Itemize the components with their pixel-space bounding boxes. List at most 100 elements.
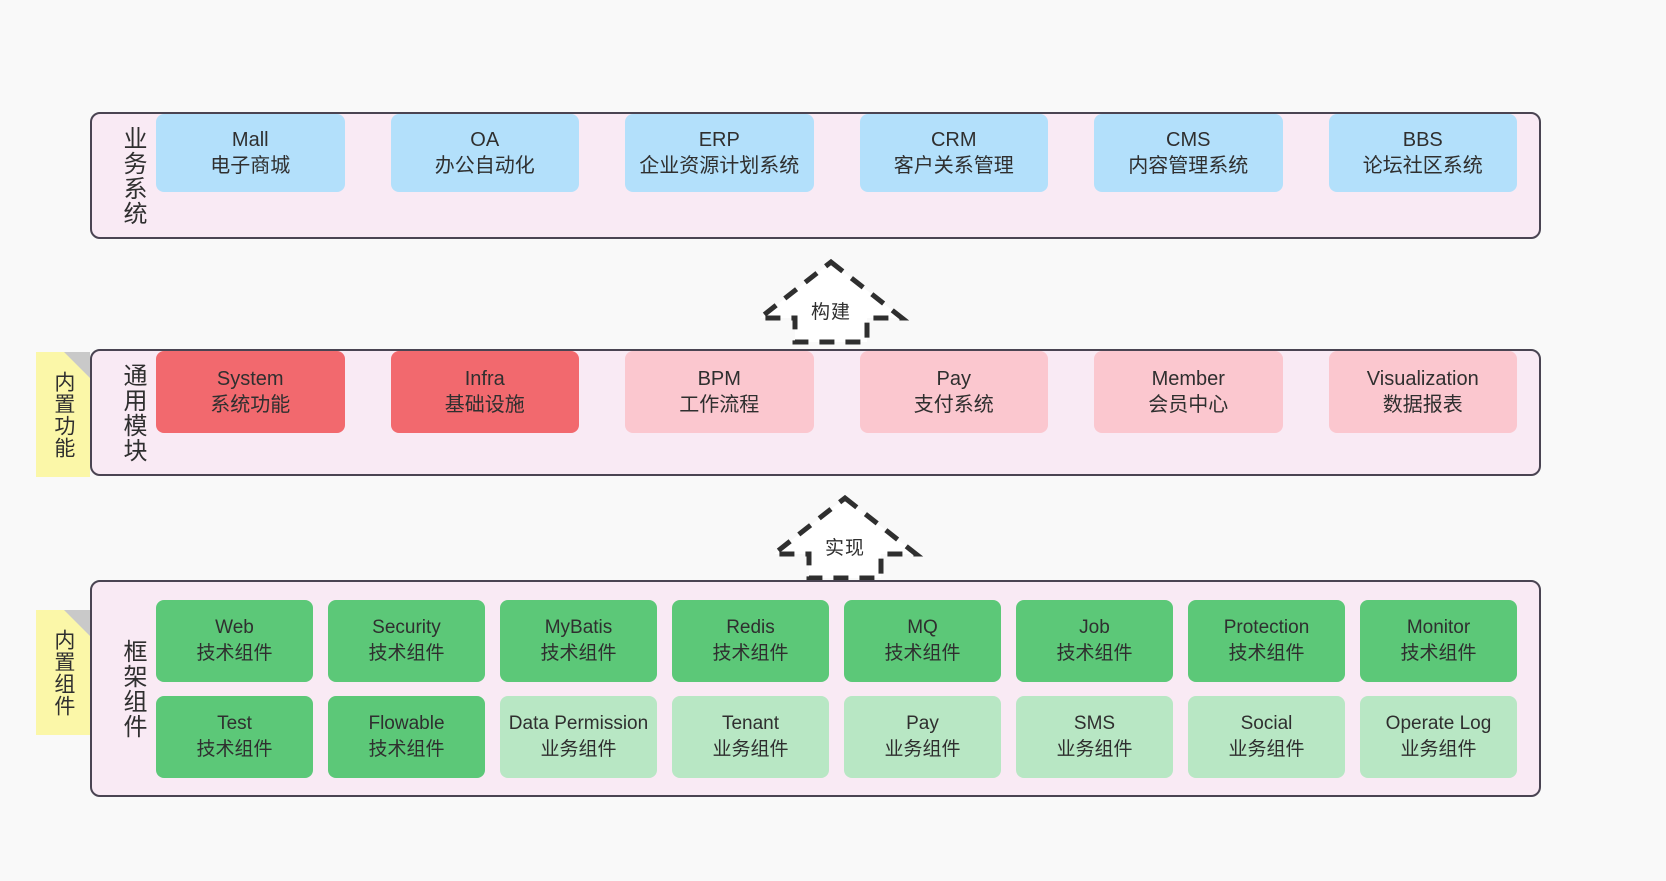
card-title-en: Operate Log: [1385, 713, 1492, 735]
framework-row-business: Test 技术组件 Flowable 技术组件 Data Permission …: [156, 695, 1517, 778]
card-flowable[interactable]: Flowable 技术组件: [328, 695, 485, 778]
layer-business-systems: 业务系统 Mall 电子商城 OA 办公自动化 ERP 企业资源计划系统 CRM…: [90, 112, 1541, 239]
card-title-en: OA: [470, 128, 500, 151]
card-web[interactable]: Web 技术组件: [156, 599, 313, 682]
card-title-cn: 会员中心: [1148, 394, 1229, 416]
card-crm[interactable]: CRM 客户关系管理: [859, 114, 1048, 192]
card-security[interactable]: Security 技术组件: [328, 599, 485, 682]
card-data-permission[interactable]: Data Permission 业务组件: [500, 695, 657, 778]
card-title-en: Monitor: [1406, 617, 1471, 639]
business-card-list: Mall 电子商城 OA 办公自动化 ERP 企业资源计划系统 CRM 客户关系…: [150, 114, 1539, 237]
card-title-cn: 业务组件: [1228, 738, 1305, 760]
card-member[interactable]: Member 会员中心: [1094, 351, 1283, 433]
card-title-en: BBS: [1402, 128, 1443, 151]
card-title-en: Tenant: [721, 713, 780, 735]
layer-common-modules: 通用模块 System 系统功能 Infra 基础设施 BPM 工作流程 Pay…: [90, 349, 1541, 476]
card-title-cn: 论坛社区系统: [1362, 155, 1483, 177]
card-title-cn: 技术组件: [196, 738, 273, 760]
card-title-en: Mall: [231, 128, 269, 151]
card-operate-log[interactable]: Operate Log 业务组件: [1360, 695, 1517, 778]
card-erp[interactable]: ERP 企业资源计划系统: [625, 114, 814, 192]
card-social[interactable]: Social 业务组件: [1188, 695, 1345, 778]
card-title-en: Pay: [906, 713, 939, 735]
card-cms[interactable]: CMS 内容管理系统: [1094, 114, 1283, 192]
card-title-cn: 支付系统: [913, 394, 994, 416]
card-title-cn: 系统功能: [210, 394, 291, 416]
card-title-cn: 技术组件: [884, 642, 961, 664]
card-title-en: CRM: [930, 128, 977, 151]
arrow-implement: 实现: [766, 494, 924, 581]
card-oa[interactable]: OA 办公自动化: [390, 114, 579, 192]
arrow-build: 构建: [752, 258, 910, 345]
card-title-en: Pay: [936, 367, 971, 390]
card-job[interactable]: Job 技术组件: [1016, 599, 1173, 682]
layer-framework-components: 框架组件 Web 技术组件 Security 技术组件 MyBatis 技术组件…: [90, 580, 1541, 797]
framework-card-grid: Web 技术组件 Security 技术组件 MyBatis 技术组件 Redi…: [150, 582, 1539, 795]
card-title-en: SMS: [1073, 713, 1116, 735]
card-redis[interactable]: Redis 技术组件: [672, 599, 829, 682]
card-title-en: Test: [217, 713, 252, 735]
card-pay[interactable]: Pay 支付系统: [859, 351, 1048, 433]
card-title-en: Social: [1240, 713, 1293, 735]
card-title-cn: 技术组件: [712, 642, 789, 664]
card-title-cn: 技术组件: [368, 642, 445, 664]
card-pay-business[interactable]: Pay 业务组件: [844, 695, 1001, 778]
card-title-cn: 业务组件: [1400, 738, 1477, 760]
arrow-label-implement: 实现: [824, 538, 865, 559]
card-test[interactable]: Test 技术组件: [156, 695, 313, 778]
card-mq[interactable]: MQ 技术组件: [844, 599, 1001, 682]
card-title-en: Job: [1079, 617, 1110, 639]
card-title-en: Redis: [726, 617, 775, 639]
card-title-cn: 技术组件: [196, 642, 273, 664]
card-title-cn: 内容管理系统: [1128, 155, 1249, 177]
card-monitor[interactable]: Monitor 技术组件: [1360, 599, 1517, 682]
card-title-cn: 技术组件: [368, 738, 445, 760]
arrow-up-dashed-icon: [752, 258, 910, 345]
card-title-cn: 工作流程: [679, 394, 760, 416]
arrow-up-dashed-icon: [766, 494, 924, 581]
card-title-en: MyBatis: [544, 617, 613, 639]
card-title-en: System: [216, 367, 284, 390]
sticky-note-builtin-function: 内置功能: [36, 352, 90, 477]
sticky-note-label: 内置组件: [51, 628, 75, 717]
card-sms[interactable]: SMS 业务组件: [1016, 695, 1173, 778]
card-title-cn: 技术组件: [1400, 642, 1477, 664]
card-mybatis[interactable]: MyBatis 技术组件: [500, 599, 657, 682]
card-title-en: Protection: [1223, 617, 1310, 639]
card-infra[interactable]: Infra 基础设施: [390, 351, 579, 433]
card-title-en: MQ: [907, 617, 938, 639]
card-title-cn: 技术组件: [540, 642, 617, 664]
card-visualization[interactable]: Visualization 数据报表: [1328, 351, 1517, 433]
card-system[interactable]: System 系统功能: [156, 351, 345, 433]
card-bpm[interactable]: BPM 工作流程: [625, 351, 814, 433]
card-tenant[interactable]: Tenant 业务组件: [672, 695, 829, 778]
card-title-cn: 电子商城: [210, 155, 291, 177]
card-title-cn: 办公自动化: [434, 155, 535, 177]
card-mall[interactable]: Mall 电子商城: [156, 114, 345, 192]
sticky-note-builtin-component: 内置组件: [36, 610, 90, 735]
card-title-cn: 业务组件: [884, 738, 961, 760]
layer-title-framework: 框架组件: [119, 638, 146, 739]
card-title-en: Data Permission: [508, 713, 649, 735]
framework-row-technical: Web 技术组件 Security 技术组件 MyBatis 技术组件 Redi…: [156, 599, 1517, 682]
card-title-en: Visualization: [1366, 367, 1479, 390]
card-title-en: ERP: [698, 128, 740, 151]
card-title-cn: 技术组件: [1056, 642, 1133, 664]
card-title-en: Infra: [464, 367, 505, 390]
card-title-cn: 基础设施: [444, 394, 525, 416]
card-title-en: BPM: [697, 367, 741, 390]
card-title-en: Security: [372, 617, 441, 639]
card-title-cn: 技术组件: [1228, 642, 1305, 664]
card-protection[interactable]: Protection 技术组件: [1188, 599, 1345, 682]
card-title-cn: 业务组件: [540, 738, 617, 760]
sticky-note-label: 内置功能: [51, 370, 75, 459]
card-bbs[interactable]: BBS 论坛社区系统: [1328, 114, 1517, 192]
layer-title-common: 通用模块: [119, 362, 146, 463]
common-card-list: System 系统功能 Infra 基础设施 BPM 工作流程 Pay 支付系统…: [150, 351, 1539, 474]
card-title-en: Member: [1151, 367, 1225, 390]
card-title-cn: 业务组件: [1056, 738, 1133, 760]
arrow-label-build: 构建: [810, 302, 851, 323]
layer-title-business: 业务系统: [119, 125, 146, 226]
card-title-cn: 业务组件: [712, 738, 789, 760]
